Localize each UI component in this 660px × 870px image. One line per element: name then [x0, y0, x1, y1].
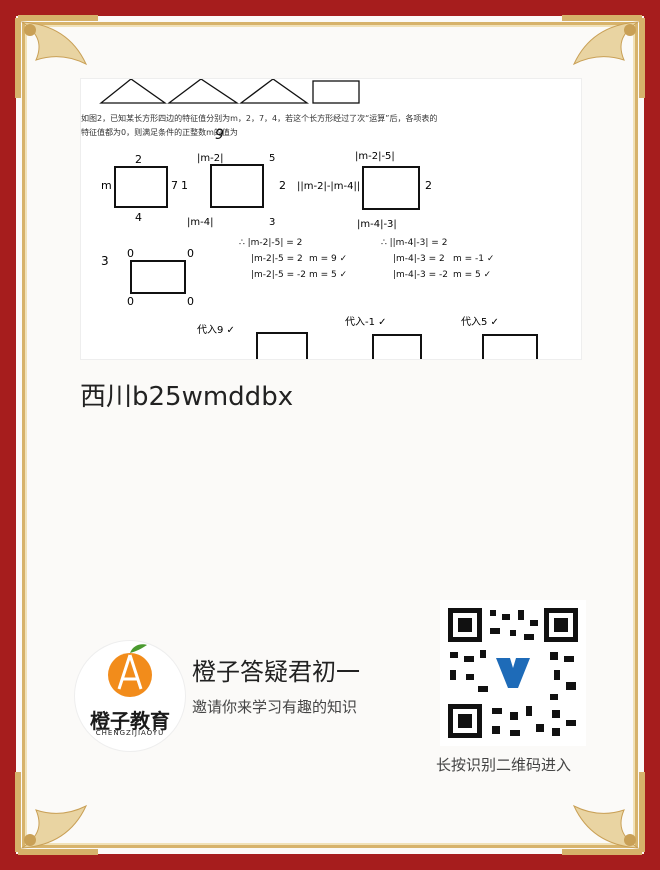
svg-text:m = 9 ✓: m = 9 ✓ — [309, 254, 347, 264]
rect4-rt: 0 — [187, 247, 194, 260]
sub-rect-1 — [256, 332, 308, 364]
equations-left: ∴ |m-2|-5| = 2 |m-2|-5 = 2 m = 9 ✓ |m-2|… — [239, 238, 347, 280]
rect1-right: 7 — [171, 179, 178, 192]
sub-1: 代入9 ✓ — [197, 324, 235, 336]
qr-pattern — [440, 600, 586, 746]
question-line-1: 如图2，已知某长方形四边的特征值分别为m，2，7，4，若这个长方形经过了次“运算… — [81, 113, 437, 123]
rect3-top: |m-2|-5| — [355, 151, 395, 162]
step-2-label: 2 — [279, 179, 286, 192]
svg-text:|m-2|-5 = -2: |m-2|-5 = -2 — [251, 270, 306, 280]
equations-right: ∴ ||m-4|-3| = 2 |m-4|-3 = 2 m = -1 ✓ |m-… — [381, 238, 494, 280]
image-caption: 西川b25wmddbx — [80, 382, 294, 412]
rect2-top: |m-2| — [197, 153, 223, 164]
sub-2: 代入-1 ✓ — [345, 316, 387, 328]
rect1-bottom: 4 — [135, 211, 142, 224]
rect-1 — [114, 166, 168, 208]
svg-text:∴ ||m-4|-3| = 2: ∴ ||m-4|-3| = 2 — [381, 238, 447, 248]
rect4-lt: 0 — [127, 247, 134, 260]
corner-ornament — [15, 772, 98, 855]
worksheet-drawing: 如图2，已知某长方形四边的特征值分别为m，2，7，4，若这个长方形经过了次“运算… — [81, 78, 538, 364]
rect2-bottom: 3 — [269, 217, 275, 228]
rect-3 — [362, 166, 420, 210]
step-3-label: 3 — [101, 254, 109, 268]
corner-ornament — [562, 772, 645, 855]
qr-caption: 长按识别二维码进入 — [436, 756, 572, 774]
triangles — [99, 78, 360, 104]
sub-rect-2 — [372, 334, 422, 364]
account-name: 橙子答疑君初一 — [192, 658, 360, 686]
svg-text:∴ |m-2|-5| = 2: ∴ |m-2|-5| = 2 — [239, 238, 302, 248]
brand-name: 橙子教育 — [90, 709, 170, 733]
question-line-2: 特征值都为0，则满足条件的正整数m的值为 — [81, 127, 238, 137]
svg-text:|m-4|-3 = -2: |m-4|-3 = -2 — [393, 270, 448, 280]
rect4-lb: 0 — [127, 295, 134, 308]
rect1-top: 2 — [135, 153, 142, 166]
rect2-left: |m-4| — [187, 217, 213, 228]
rect-2 — [210, 164, 264, 208]
sub-rect-3 — [482, 334, 538, 364]
worksheet-image[interactable]: 如图2，已知某长方形四边的特征值分别为m，2，7，4，若这个长方形经过了次“运算… — [80, 78, 582, 364]
answer-note: 9 — [215, 127, 224, 143]
rect3-left: ||m-2|-|m-4|| — [297, 181, 360, 192]
step-1-label: 1 — [181, 179, 188, 192]
brand-logo[interactable]: 橙子教育 CHENGZIJIAOYU — [74, 640, 186, 752]
account-slogan: 邀请你来学习有趣的知识 — [192, 698, 358, 716]
rect1-left: m — [101, 179, 112, 192]
rect2-right: 5 — [269, 153, 275, 164]
rect3-right: 2 — [425, 179, 432, 192]
svg-text:m = 5 ✓: m = 5 ✓ — [453, 270, 491, 280]
svg-text:m = -1 ✓: m = -1 ✓ — [453, 254, 494, 264]
rect4-rb: 0 — [187, 295, 194, 308]
qr-code[interactable] — [440, 600, 586, 746]
svg-text:|m-4|-3 = 2: |m-4|-3 = 2 — [393, 254, 445, 264]
svg-text:|m-2|-5 = 2: |m-2|-5 = 2 — [251, 254, 303, 264]
orange-icon — [108, 644, 152, 697]
rect3-bottom: |m-4|-3| — [357, 219, 397, 230]
brand-sub: CHENGZIJIAOYU — [95, 729, 165, 737]
svg-text:m = 5 ✓: m = 5 ✓ — [309, 270, 347, 280]
rect-4 — [130, 260, 186, 294]
sub-3: 代入5 ✓ — [461, 316, 499, 328]
